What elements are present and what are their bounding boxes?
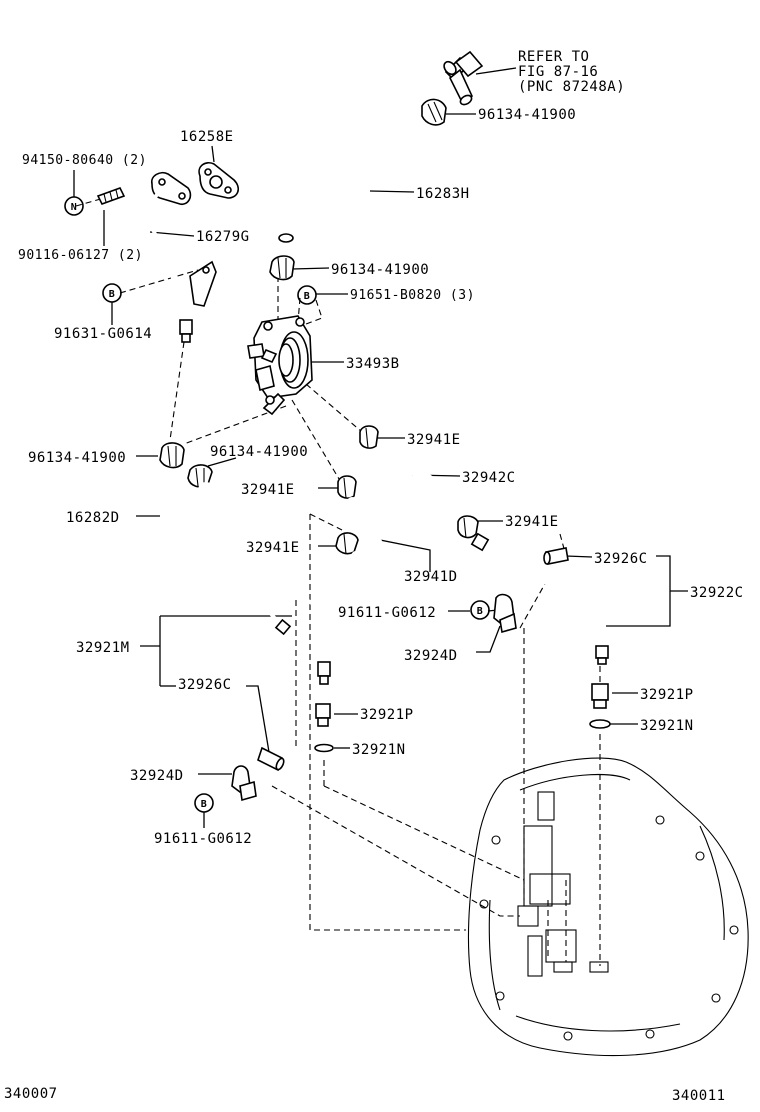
badge-b-letter-3: B <box>477 606 484 617</box>
label-32922C: 32922C <box>690 585 744 601</box>
label-91611-G0612-a: 91611-G0612 <box>338 605 436 621</box>
hose-clamp-32941e-d <box>335 532 359 555</box>
label-32921P-b: 32921P <box>640 687 694 703</box>
gasket-16258e <box>198 161 240 199</box>
badge-b-letter-1: B <box>109 289 116 300</box>
badge-b-91651: B <box>297 285 317 305</box>
badge-b-letter-4: B <box>201 799 208 810</box>
bolt-90116 <box>96 187 126 205</box>
hose-clamp-32941e-b <box>337 475 357 499</box>
label-90116-06127: 90116-06127 (2) <box>18 248 143 263</box>
o-ring-32921n-right <box>589 719 611 729</box>
refer-note-line2: FIG 87-16 <box>518 64 598 80</box>
hose-clamp-mid <box>269 255 295 281</box>
refer-note-line3: (PNC 87248A) <box>518 79 625 95</box>
pipe-32922c <box>470 532 609 665</box>
label-16258E: 16258E <box>180 129 234 145</box>
hose-clamp-32941e-a <box>359 425 379 449</box>
label-16282D: 16282D <box>66 510 120 526</box>
label-32924D-b: 32924D <box>130 768 184 784</box>
pipe-16279g <box>148 171 217 343</box>
tube-32926c-left <box>257 746 285 772</box>
label-32921N-b: 32921N <box>640 718 694 734</box>
label-96134-41900-top: 96134-41900 <box>478 107 576 123</box>
label-91651-B0820: 91651-B0820 (3) <box>350 288 475 303</box>
label-96134-41900-d: 96134-41900 <box>28 450 126 466</box>
assembly-dash-lines <box>75 197 601 966</box>
tube-32926c-right <box>543 547 569 565</box>
t-fitting <box>443 50 484 106</box>
label-91631-G0614: 91631-G0614 <box>54 326 152 342</box>
label-32921P-a: 32921P <box>360 707 414 723</box>
badge-b-letter-2: B <box>304 291 311 302</box>
label-16283H: 16283H <box>416 186 470 202</box>
pipe-clamp-32924d-right <box>493 593 517 634</box>
hose-clamp-96134-c <box>187 464 213 488</box>
label-96134-41900-mid: 96134-41900 <box>331 262 429 278</box>
badge-n: N <box>64 196 84 216</box>
refer-note: REFER TO FIG 87-16 (PNC 87248A) <box>518 49 625 95</box>
label-16279G: 16279G <box>196 229 250 245</box>
pipe-clamp-32924d-left <box>231 765 257 802</box>
label-96134-41900-c: 96134-41900 <box>210 444 308 460</box>
figure-id-left: 340007 <box>4 1086 58 1102</box>
label-32942C: 32942C <box>462 470 516 486</box>
hose-32941d <box>347 497 390 582</box>
hose-clamp-32941e-c <box>457 515 479 539</box>
leader-lines <box>73 67 688 828</box>
label-32941E-c: 32941E <box>505 514 559 530</box>
hose-clamp-96134-d <box>159 442 185 469</box>
badge-b-91611-a: B <box>470 600 490 620</box>
badge-n-letter: N <box>71 202 78 213</box>
badge-b-91611-b: B <box>194 793 214 813</box>
hose-16283h <box>278 122 418 244</box>
label-94150-80640: 94150-80640 (2) <box>22 153 147 168</box>
label-33493B: 33493B <box>346 356 400 372</box>
o-ring-32921n-left <box>314 743 334 753</box>
label-32941E-a: 32941E <box>407 432 461 448</box>
hose-clamp-top <box>421 98 447 126</box>
transmission-housing <box>467 757 749 1057</box>
label-32921N-a: 32921N <box>352 742 406 758</box>
label-32941E-b: 32941E <box>241 482 295 498</box>
figure-id-right: 340011 <box>672 1088 726 1104</box>
pipe-32921m <box>263 593 331 685</box>
label-32941D: 32941D <box>404 569 458 585</box>
connector-32921p-left <box>315 703 331 727</box>
connector-32921p-right <box>591 683 609 709</box>
badge-b-91631: B <box>102 283 122 303</box>
label-32921M: 32921M <box>76 640 130 656</box>
label-32941E-d: 32941E <box>246 540 300 556</box>
label-32926C-a: 32926C <box>594 551 648 567</box>
hose-16282d <box>159 474 232 561</box>
refer-note-line1: REFER TO <box>518 49 589 65</box>
label-32926C-b: 32926C <box>178 677 232 693</box>
oil-cooler-33493b <box>247 315 313 416</box>
hose-32942c <box>379 449 461 513</box>
label-91611-G0612-b: 91611-G0612 <box>154 831 252 847</box>
label-32924D-a: 32924D <box>404 648 458 664</box>
